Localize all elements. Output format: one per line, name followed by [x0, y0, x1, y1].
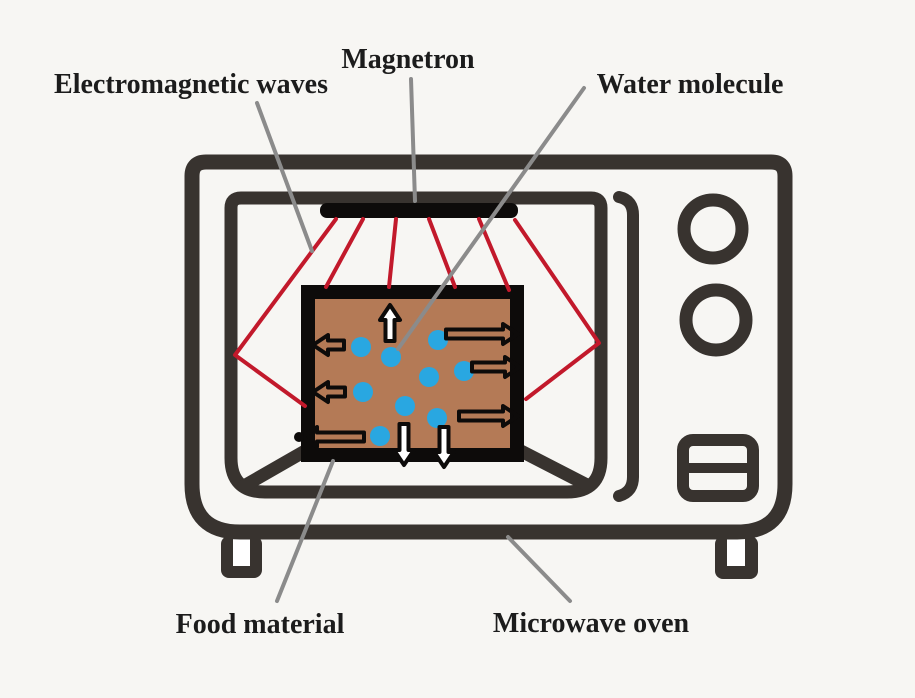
water-molecule-dot	[454, 361, 474, 381]
oven-body-outline	[184, 154, 793, 540]
left-foot-notch	[233, 536, 250, 566]
water-molecules	[351, 330, 474, 446]
heat-arrow-left	[311, 333, 346, 357]
leader-food-material	[275, 459, 335, 603]
open-button	[677, 434, 759, 502]
heat-arrow-right	[457, 404, 520, 428]
wave-ray-right-reflected	[513, 218, 601, 401]
cavity-floor-lines	[237, 444, 596, 493]
water-molecule-dot	[427, 408, 447, 428]
leader-lines	[255, 77, 586, 603]
heat-arrow-left-tip-dot	[294, 432, 304, 442]
wave-ray	[324, 217, 365, 289]
wave-ray-left-reflected	[233, 217, 338, 408]
water-molecule-dot	[370, 426, 390, 446]
door-handle	[613, 191, 639, 502]
heat-arrow-right	[470, 355, 522, 379]
water-molecule-dot	[381, 347, 401, 367]
heat-arrow-right	[444, 322, 520, 346]
control-knob-bottom	[679, 283, 753, 357]
leader-microwave-oven	[506, 535, 572, 603]
leader-water-molecule	[396, 86, 586, 351]
leader-magnetron	[409, 77, 417, 203]
oven-cavity-outline	[224, 191, 608, 499]
heat-arrow-up	[378, 303, 402, 343]
oven-feet	[221, 536, 758, 579]
water-molecule-dot	[395, 396, 415, 416]
water-molecule-dot	[428, 330, 448, 350]
water-molecule-dot	[353, 382, 373, 402]
label-electromagnetic-waves: Electromagnetic waves	[54, 69, 328, 100]
leader-electromagnetic-waves	[255, 101, 314, 253]
water-molecule-dot	[351, 337, 371, 357]
heat-arrow-left	[311, 380, 347, 404]
wave-ray	[387, 217, 398, 289]
heat-arrows	[294, 303, 522, 469]
magnetron-bar	[320, 203, 518, 218]
heat-arrow-down	[392, 422, 416, 467]
water-molecule-dot	[419, 367, 439, 387]
heat-arrow-down	[432, 425, 456, 469]
floor-line-right	[514, 444, 596, 493]
label-water-molecule: Water molecule	[596, 69, 784, 100]
label-microwave-oven: Microwave oven	[492, 608, 690, 639]
right-foot-notch	[727, 536, 745, 566]
control-knob-top	[677, 193, 749, 265]
label-magnetron: Magnetron	[341, 44, 475, 75]
heat-arrow-left	[300, 425, 366, 449]
floor-line-left	[237, 444, 312, 493]
label-food-material: Food material	[175, 609, 345, 640]
